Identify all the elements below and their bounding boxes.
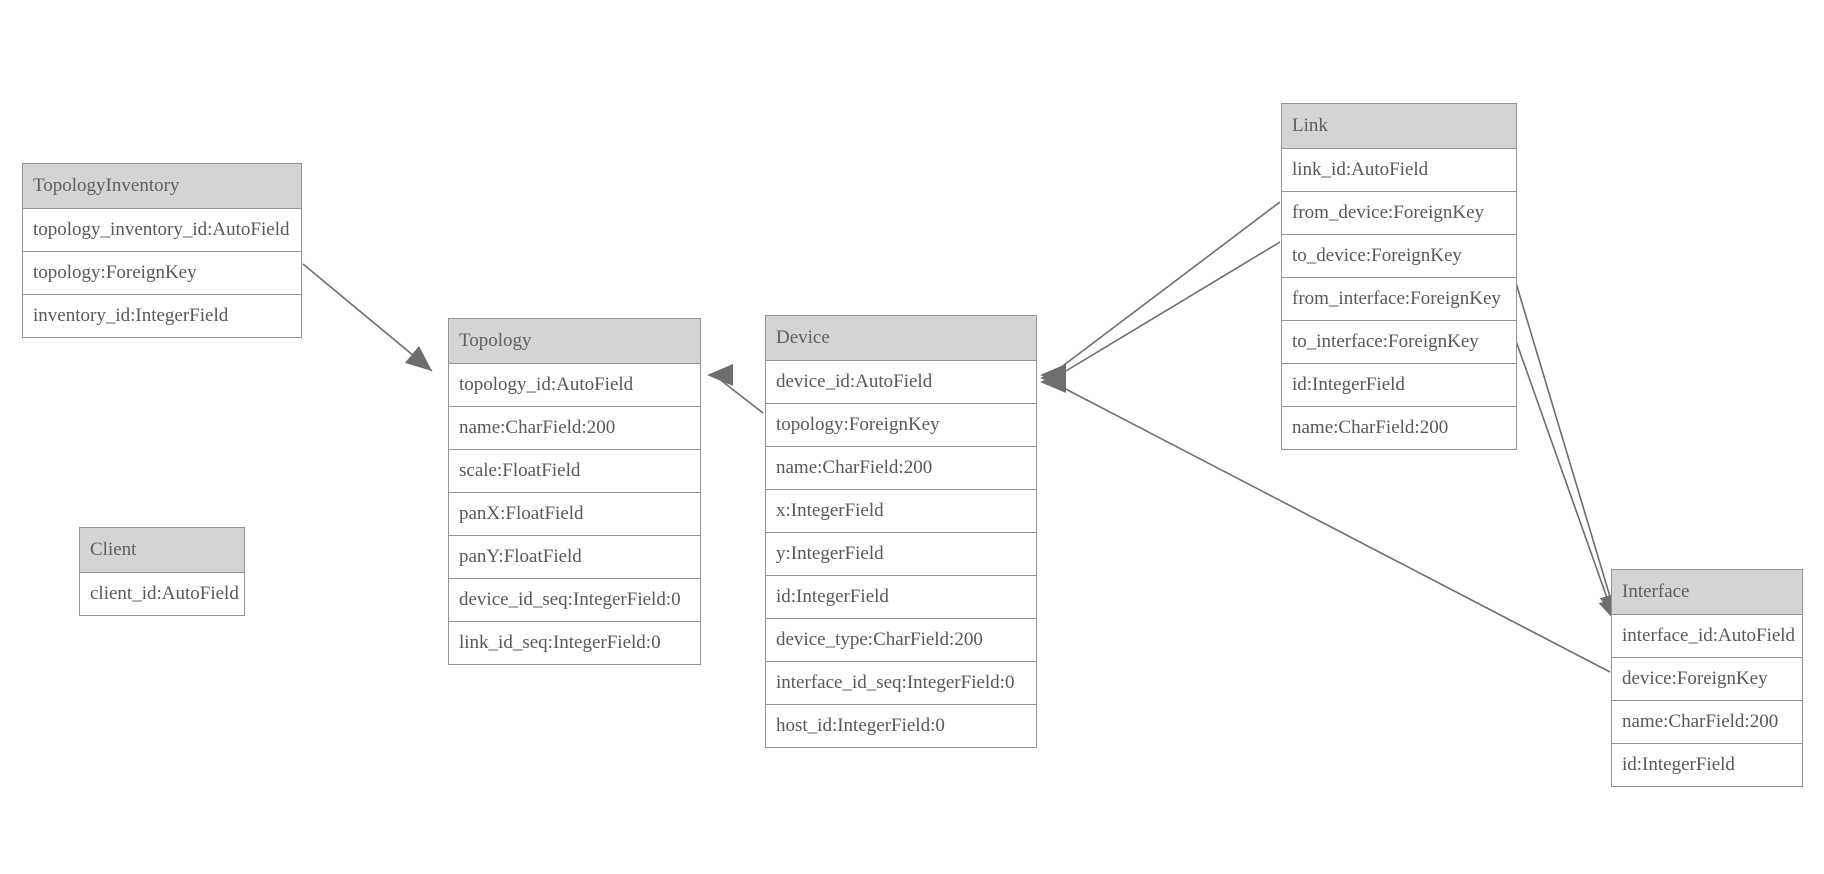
entity-field: client_id:AutoField bbox=[80, 573, 244, 615]
entity-field: id:IntegerField bbox=[1612, 744, 1802, 786]
entity-field: panX:FloatField bbox=[449, 493, 700, 536]
relationship-line bbox=[1509, 323, 1613, 613]
entity-field: name:CharField:200 bbox=[1282, 407, 1516, 449]
relationship-arrowhead bbox=[707, 364, 733, 386]
relationship-line bbox=[717, 377, 764, 414]
relationship-topologyinventory-to-topology bbox=[302, 263, 433, 372]
entity-field: to_device:ForeignKey bbox=[1282, 235, 1516, 278]
entity-field: panY:FloatField bbox=[449, 536, 700, 579]
entity-field: to_interface:ForeignKey bbox=[1282, 321, 1516, 364]
entity-title-device: Device bbox=[766, 316, 1036, 361]
entity-field: device:ForeignKey bbox=[1612, 658, 1802, 701]
relationship-line bbox=[1055, 201, 1281, 372]
relationship-line bbox=[1515, 282, 1615, 611]
entity-field: topology_inventory_id:AutoField bbox=[23, 209, 301, 252]
entity-field: host_id:IntegerField:0 bbox=[766, 705, 1036, 747]
relationship-arrowhead bbox=[1040, 367, 1066, 389]
relationship-link-to-device-to-device bbox=[1040, 241, 1281, 389]
entity-field: interface_id_seq:IntegerField:0 bbox=[766, 662, 1036, 705]
entity-field: device_id:AutoField bbox=[766, 361, 1036, 404]
entity-field: interface_id:AutoField bbox=[1612, 615, 1802, 658]
entity-field: topology_id:AutoField bbox=[449, 364, 700, 407]
relationship-link-from-device-to-device bbox=[1040, 201, 1281, 386]
entity-title-topology: Topology bbox=[449, 319, 700, 364]
entity-field: topology:ForeignKey bbox=[766, 404, 1036, 447]
entity-field: link_id:AutoField bbox=[1282, 149, 1516, 192]
entity-field: from_device:ForeignKey bbox=[1282, 192, 1516, 235]
entity-title-client: Client bbox=[80, 528, 244, 573]
entity-field: name:CharField:200 bbox=[1612, 701, 1802, 744]
entity-field: device_type:CharField:200 bbox=[766, 619, 1036, 662]
entity-field: topology:ForeignKey bbox=[23, 252, 301, 295]
relationship-arrowhead bbox=[1040, 364, 1066, 386]
relationship-arrowhead bbox=[1040, 371, 1066, 393]
relationship-arrowhead bbox=[404, 345, 432, 371]
entity-field: id:IntegerField bbox=[1282, 364, 1516, 407]
entity-field: inventory_id:IntegerField bbox=[23, 295, 301, 337]
relationship-line bbox=[1055, 241, 1281, 378]
entity-field: x:IntegerField bbox=[766, 490, 1036, 533]
entity-field: scale:FloatField bbox=[449, 450, 700, 493]
entity-field: name:CharField:200 bbox=[449, 407, 700, 450]
entity-title-interface: Interface bbox=[1612, 570, 1802, 615]
entity-field: y:IntegerField bbox=[766, 533, 1036, 576]
entity-field: link_id_seq:IntegerField:0 bbox=[449, 622, 700, 664]
relationship-device-to-topology bbox=[707, 364, 764, 414]
entity-title-topology-inventory: TopologyInventory bbox=[23, 164, 301, 209]
entity-field: device_id_seq:IntegerField:0 bbox=[449, 579, 700, 622]
entity-field: name:CharField:200 bbox=[766, 447, 1036, 490]
entity-field: id:IntegerField bbox=[766, 576, 1036, 619]
entity-field: from_interface:ForeignKey bbox=[1282, 278, 1516, 321]
relationship-line bbox=[302, 263, 433, 372]
entity-title-link: Link bbox=[1282, 104, 1516, 149]
